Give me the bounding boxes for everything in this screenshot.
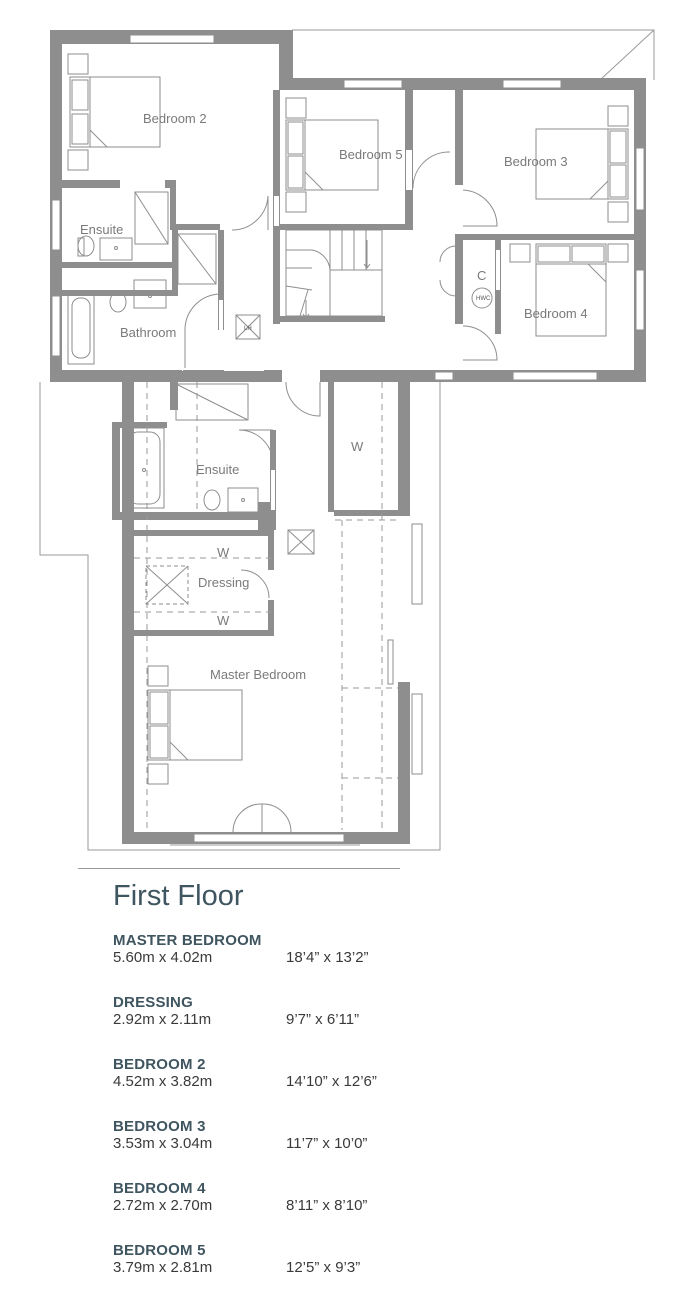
metric-size: 2.92m x 2.11m xyxy=(113,1011,212,1028)
imperial-size: 14’10” x 12’6” xyxy=(286,1073,377,1090)
room-dimensions: 2.72m x 2.70m 8’11” x 8’10” xyxy=(113,1197,367,1216)
metric-size: 3.53m x 3.04m xyxy=(113,1135,213,1152)
label-dressing: Dressing xyxy=(198,575,249,590)
label-bathroom: Bathroom xyxy=(120,325,176,340)
label-wardrobe-upper: W xyxy=(217,545,230,560)
label-bedroom-3: Bedroom 3 xyxy=(504,154,568,169)
room-spec-dressing: DRESSING 2.92m x 2.11m 9’7” x 6’11” xyxy=(113,994,359,1030)
label-master-bedroom: Master Bedroom xyxy=(210,667,306,682)
metric-size: 2.72m x 2.70m xyxy=(113,1197,213,1214)
label-cupboard: C xyxy=(477,268,486,283)
room-spec-bedroom-4: BEDROOM 4 2.72m x 2.70m 8’11” x 8’10” xyxy=(113,1180,367,1216)
label-loft-hatch: LH xyxy=(244,326,252,332)
imperial-size: 9’7” x 6’11” xyxy=(286,1011,360,1028)
room-spec-bedroom-2: BEDROOM 2 4.52m x 3.82m 14’10” x 12’6” xyxy=(113,1056,377,1092)
staircase xyxy=(285,229,383,319)
floor-title: First Floor xyxy=(113,880,244,912)
windows xyxy=(51,34,645,843)
label-bedroom-4: Bedroom 4 xyxy=(524,306,588,321)
room-dimensions: 5.60m x 4.02m 18’4” x 13’2” xyxy=(113,949,369,968)
door-swings xyxy=(184,151,498,833)
label-ensuite-master: Ensuite xyxy=(196,462,239,477)
room-name: DRESSING xyxy=(113,994,193,1011)
label-wardrobe-lower: W xyxy=(217,613,230,628)
room-dimensions: 3.53m x 3.04m 11’7” x 10’0” xyxy=(113,1135,367,1154)
floor-plan: Bedroom 2 Bedroom 5 Bedroom 3 Bedroom 4 … xyxy=(39,29,655,851)
label-bedroom-5: Bedroom 5 xyxy=(339,147,403,162)
label-wardrobe-right: W xyxy=(351,439,364,454)
imperial-size: 8’11” x 8’10” xyxy=(286,1197,368,1214)
metric-size: 3.79m x 2.81m xyxy=(113,1259,213,1276)
dashed-lines xyxy=(134,382,398,830)
room-dimensions: 3.79m x 2.81m 12’5” x 9’3” xyxy=(113,1259,360,1278)
label-hwc: HWC xyxy=(476,296,491,302)
divider xyxy=(78,868,400,869)
room-name: BEDROOM 3 xyxy=(113,1118,206,1135)
imperial-size: 18’4” x 13’2” xyxy=(286,949,369,966)
imperial-size: 11’7” x 10’0” xyxy=(286,1135,368,1152)
label-ensuite-top: Ensuite xyxy=(80,222,123,237)
metric-size: 5.60m x 4.02m xyxy=(113,949,213,966)
beds xyxy=(67,53,629,785)
room-spec-bedroom-3: BEDROOM 3 3.53m x 3.04m 11’7” x 10’0” xyxy=(113,1118,367,1154)
room-spec-master: MASTER BEDROOM 5.60m x 4.02m 18’4” x 13’… xyxy=(113,932,369,968)
door-openings xyxy=(120,150,500,600)
room-name: BEDROOM 2 xyxy=(113,1056,206,1073)
room-dimensions: 4.52m x 3.82m 14’10” x 12’6” xyxy=(113,1073,377,1092)
room-spec-bedroom-5: BEDROOM 5 3.79m x 2.81m 12’5” x 9’3” xyxy=(113,1242,360,1278)
label-bedroom-2: Bedroom 2 xyxy=(143,111,207,126)
fittings xyxy=(67,191,493,685)
room-name: BEDROOM 5 xyxy=(113,1242,206,1259)
metric-size: 4.52m x 3.82m xyxy=(113,1073,213,1090)
room-name: MASTER BEDROOM xyxy=(113,932,262,949)
room-dimensions: 2.92m x 2.11m 9’7” x 6’11” xyxy=(113,1011,359,1030)
imperial-size: 12’5” x 9’3” xyxy=(286,1259,361,1276)
room-name: BEDROOM 4 xyxy=(113,1180,206,1197)
roof-outline xyxy=(39,29,655,851)
